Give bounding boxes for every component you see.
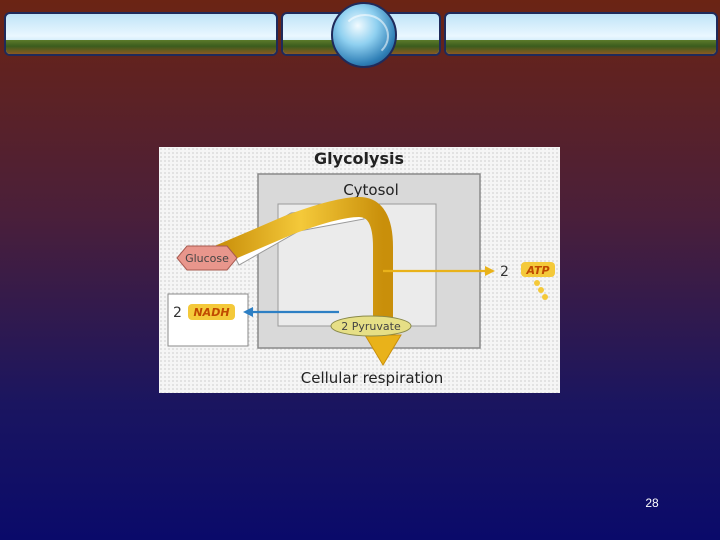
nadh-count: 2 [173,305,182,321]
cytosol-inner [277,203,437,327]
glucose-label: Glucose [185,252,229,265]
pyruvate-molecule [330,315,412,337]
nadh-label: NADH [193,306,229,319]
banner-panel-right [444,12,718,56]
pyruvate-label: 2 Pyruvate [341,320,401,333]
header-banner [0,0,720,70]
nadh-badge [188,304,235,320]
atp-count: 2 [500,264,509,280]
banner-panel-left [4,12,278,56]
nadh-arrow-head [243,307,253,317]
diagram-svg: Glycolysis Cytosol 2 ATP 2 NADH Glucose [167,149,555,387]
page-number: 28 [645,496,659,510]
globe-icon [331,2,397,68]
atp-phosphate-1 [534,280,540,286]
cytosol-label: Cytosol [343,181,399,199]
arrow-head-down [364,334,402,366]
glucose-molecule [176,245,238,271]
diagram-title: Glycolysis [314,149,404,168]
atp-phosphate-2 [538,287,544,293]
atp-label: ATP [525,264,549,277]
output-label: Cellular respiration [301,369,444,387]
atp-phosphate-3 [542,294,548,300]
glycolysis-arrow [215,197,393,337]
glycolysis-diagram: Glycolysis Cytosol 2 ATP 2 NADH Glucose [159,147,560,393]
atp-arrow-head [485,266,495,276]
atp-badge [521,262,555,277]
